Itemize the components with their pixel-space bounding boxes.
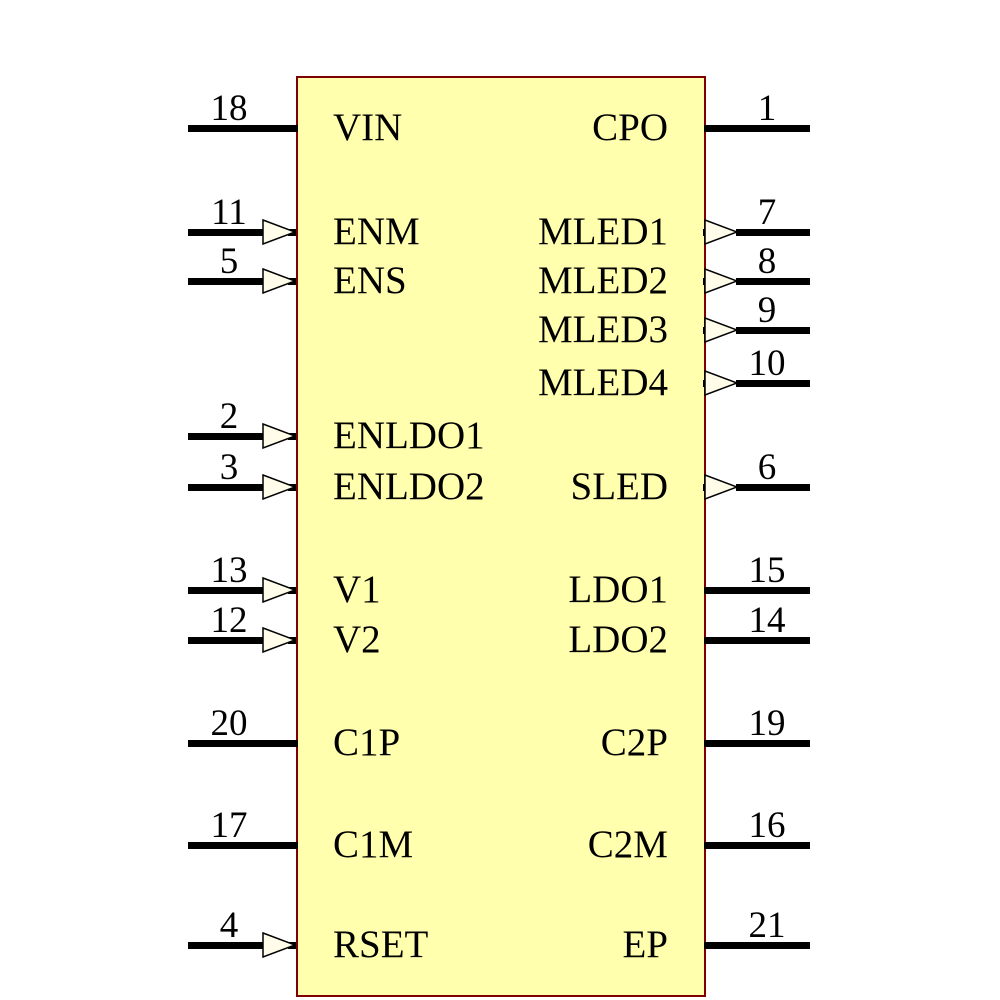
input-arrow-icon [262,219,296,245]
pin-number: 3 [219,447,239,488]
pin-number: 10 [748,343,786,384]
output-arrow-icon [704,370,738,396]
input-arrow-icon [262,932,296,958]
pin-line [188,587,263,594]
pin-line [188,433,263,440]
pin-line [704,842,810,849]
pin-label: LDO1 [568,568,668,611]
pin-number: 5 [219,241,239,282]
pin-number: 4 [219,905,239,946]
pin-label: ENLDO1 [333,414,485,457]
pin-number: 12 [210,600,248,641]
output-arrow-icon [704,317,738,343]
pin-number: 1 [757,88,777,129]
pin-line [704,587,810,594]
pin-line [188,125,298,132]
pin-label: C1M [333,823,414,866]
pin-line [188,278,263,285]
input-arrow-icon [262,474,296,500]
pin-label: C1P [333,721,401,764]
pin-number: 8 [757,241,777,282]
pin-line [188,842,298,849]
pin-line [736,278,810,285]
pin-label: VIN [333,106,403,149]
pin-number: 13 [210,550,248,591]
pin-line [736,380,810,387]
pin-label: ENLDO2 [333,465,485,508]
pin-label: MLED3 [538,308,668,351]
pin-line [704,125,810,132]
pin-number: 14 [748,600,786,641]
pin-line [736,327,810,334]
pin-number: 11 [211,192,247,233]
output-arrow-icon [704,474,738,500]
input-arrow-icon [262,627,296,653]
pin-number: 9 [757,290,777,331]
pin-line [188,484,263,491]
pin-number: 16 [748,805,786,846]
pin-line [704,942,810,949]
output-arrow-icon [704,219,738,245]
pin-label: C2M [587,823,668,866]
pin-label: ENS [333,259,407,302]
pin-line [188,229,263,236]
pin-label: ENM [333,210,420,253]
pin-number: 7 [757,192,777,233]
pin-number: 21 [748,905,786,946]
pin-label: V2 [333,618,381,661]
pin-number: 19 [748,703,786,744]
pin-line [704,637,810,644]
pin-line [704,740,810,747]
pin-label: SLED [570,465,669,508]
input-arrow-icon [262,577,296,603]
output-arrow-icon [704,268,738,294]
pin-label: RSET [333,923,429,966]
pin-number: 15 [748,550,786,591]
pin-number: 2 [219,396,239,437]
pin-label: EP [622,923,668,966]
pin-number: 17 [210,805,248,846]
pin-label: LDO2 [568,618,668,661]
pin-number: 18 [210,88,248,129]
pin-line [736,484,810,491]
pin-number: 6 [757,447,777,488]
pin-line [188,740,298,747]
pin-label: C2P [600,721,668,764]
pin-label: MLED2 [538,259,668,302]
pin-label: MLED1 [538,210,668,253]
pin-line [188,942,263,949]
input-arrow-icon [262,423,296,449]
pin-number: 20 [210,703,248,744]
pin-label: V1 [333,568,381,611]
pin-label: CPO [592,106,668,149]
pin-label: MLED4 [538,361,668,404]
ic-body [296,76,706,997]
input-arrow-icon [262,268,296,294]
pin-line [736,229,810,236]
pin-line [188,637,263,644]
